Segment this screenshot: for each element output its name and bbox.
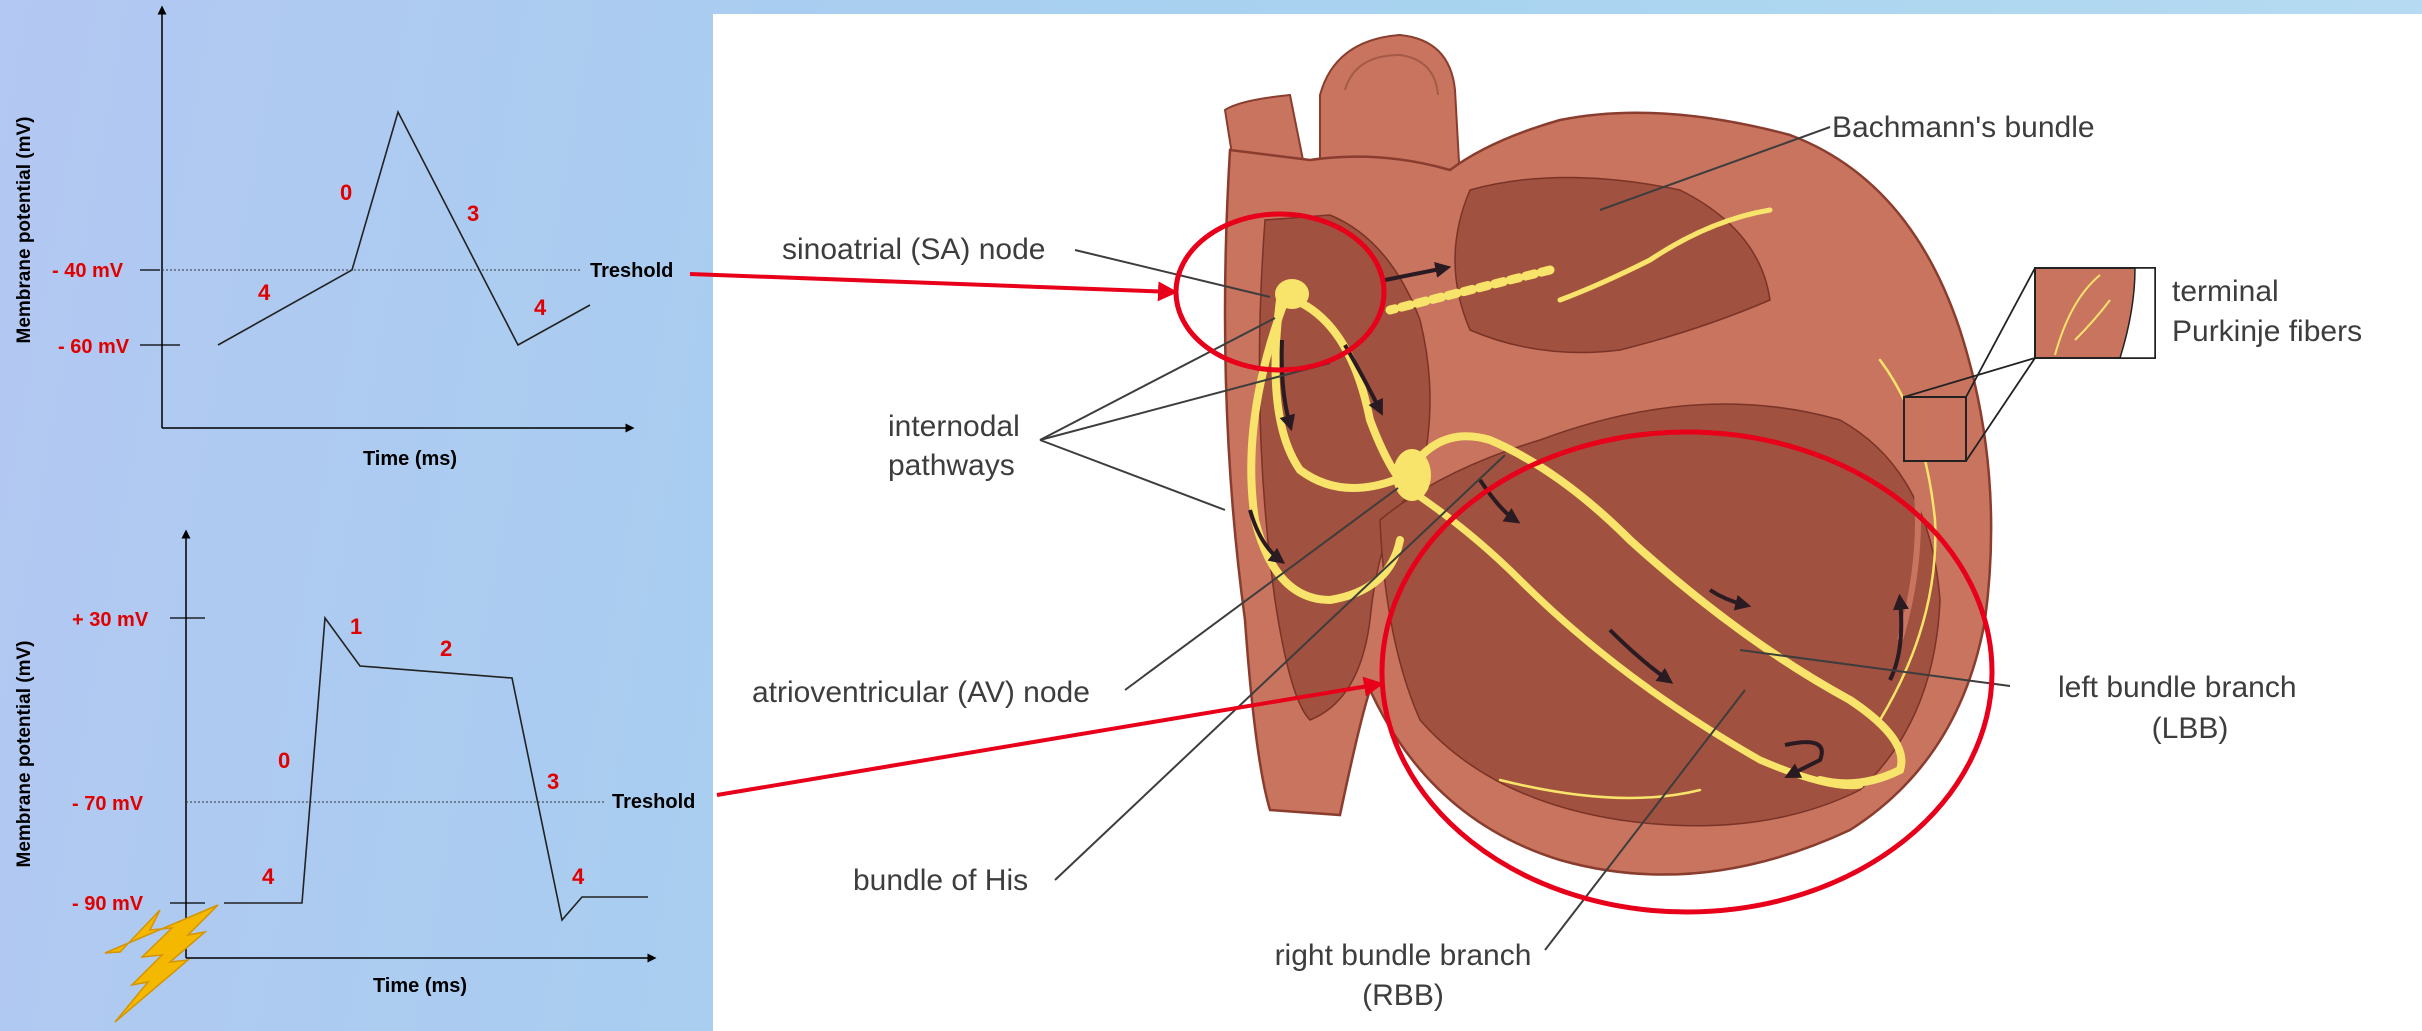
graph1-phase-0: 0 (340, 180, 352, 205)
label-av-node: atrioventricular (AV) node (752, 676, 1090, 709)
label-lbb-2: (LBB) (2152, 712, 2229, 745)
graph2-x-axis-label: Time (ms) (373, 975, 467, 997)
graph2-phase-3: 3 (547, 769, 559, 794)
graph1-phase-3: 3 (467, 201, 479, 226)
graph2-phase-1: 1 (350, 614, 362, 639)
label-lbb-1: left bundle branch (2058, 671, 2297, 704)
heart-illustration: Bachmann's bundle sinoatrial (SA) node i… (752, 35, 2362, 1012)
graph2-phase-4-left: 4 (262, 864, 275, 889)
graph-pacemaker-potential: Membrane potential (mV) Time (ms) - 40 m… (14, 10, 673, 470)
graph2-phase-2: 2 (440, 636, 452, 661)
label-rbb-1: right bundle branch (1275, 939, 1532, 972)
graph1-phase-4-right: 4 (534, 295, 547, 320)
label-purkinje-1: terminal (2172, 275, 2279, 308)
graph1-phase-4-left: 4 (258, 280, 271, 305)
sa-node (1275, 279, 1309, 309)
label-internodal-2: pathways (888, 449, 1015, 482)
graph2-threshold-label: Treshold (612, 791, 695, 813)
graph2-phase-0: 0 (278, 748, 290, 773)
graph2-phase-4-right: 4 (572, 864, 585, 889)
graph1-y-axis-label: Membrane potential (mV) (14, 117, 35, 344)
graph-ventricular-potential: Membrane potential (mV) Time (ms) + 30 m… (14, 534, 695, 1022)
label-bachmanns-bundle: Bachmann's bundle (1832, 111, 2095, 144)
graph2-level-top: + 30 mV (72, 609, 149, 631)
label-internodal-1: internodal (888, 410, 1020, 443)
label-sa-node: sinoatrial (SA) node (782, 233, 1045, 266)
connector-graph1-to-sa (690, 274, 1174, 292)
av-node (1393, 449, 1431, 501)
graph2-level-mid: - 70 mV (72, 793, 144, 815)
graph2-level-low: - 90 mV (72, 893, 144, 915)
graph1-level-low: - 60 mV (58, 336, 130, 358)
label-bundle-of-his: bundle of His (853, 864, 1028, 897)
graph1-threshold-label: Treshold (590, 260, 673, 282)
graph2-y-axis-label: Membrane potential (mV) (14, 641, 35, 868)
graph1-level-high: - 40 mV (52, 260, 124, 282)
label-rbb-2: (RBB) (1362, 979, 1444, 1012)
graph1-x-axis-label: Time (ms) (363, 448, 457, 470)
lightning-stimulus-icon (105, 905, 218, 1022)
label-purkinje-2: Purkinje fibers (2172, 315, 2362, 348)
